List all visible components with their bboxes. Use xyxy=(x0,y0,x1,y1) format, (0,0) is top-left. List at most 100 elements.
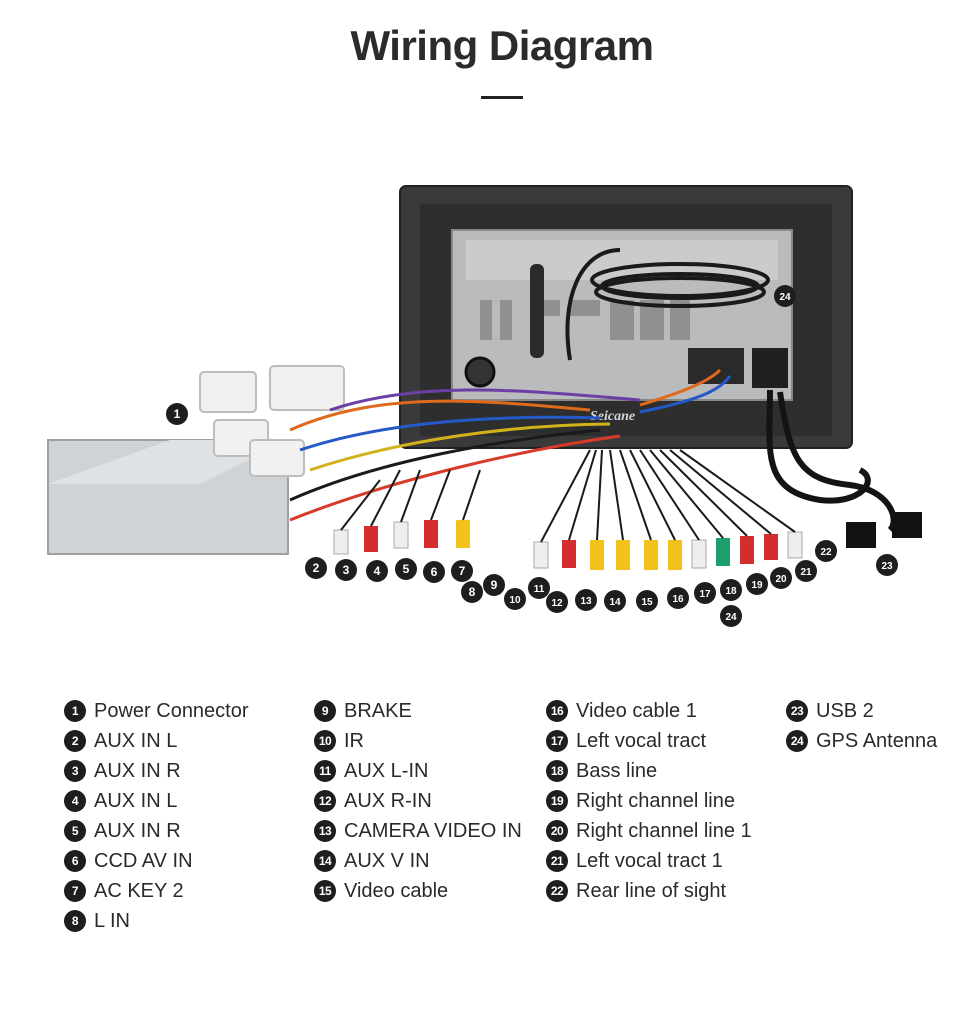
legend-label: AUX IN R xyxy=(94,759,181,782)
callout-24-lower: 24 xyxy=(720,605,742,627)
callout-16: 16 xyxy=(667,587,689,609)
rca-plug-yellow xyxy=(590,540,604,570)
legend-number: 11 xyxy=(314,760,336,782)
legend-item: 15 Video cable xyxy=(314,876,522,906)
callout-21: 21 xyxy=(795,560,817,582)
legend-label: AUX L-IN xyxy=(344,759,429,782)
legend-label: Video cable 1 xyxy=(576,699,697,722)
legend-label: Rear line of sight xyxy=(576,879,727,902)
callout-19: 19 xyxy=(746,573,768,595)
rca-plug-white xyxy=(787,531,803,559)
legend-label: BRAKE xyxy=(344,699,412,722)
callout-12: 12 xyxy=(546,591,568,613)
legend-label: AUX IN L xyxy=(94,729,178,752)
legend-label: Left vocal tract xyxy=(576,729,707,752)
legend-number: 21 xyxy=(546,850,568,872)
svg-text:11: 11 xyxy=(534,584,545,595)
round-port xyxy=(464,356,496,388)
legend-number: 17 xyxy=(546,730,568,752)
callout-23: 23 xyxy=(876,554,898,576)
rca-plug-red xyxy=(740,536,754,564)
svg-text:5: 5 xyxy=(403,562,410,576)
svg-text:2: 2 xyxy=(313,561,320,575)
legend-item: 11 AUX L-IN xyxy=(314,756,522,786)
svg-text:12: 12 xyxy=(551,598,563,609)
legend-label: AUX IN L xyxy=(94,789,178,812)
svg-text:15: 15 xyxy=(641,597,653,608)
callout-22: 22 xyxy=(815,540,837,562)
rca-plugs xyxy=(333,520,803,570)
rca-plug-red xyxy=(562,540,576,568)
callout-1: 1 xyxy=(166,403,188,425)
legend-label: IR xyxy=(344,729,364,752)
rca-plug-red xyxy=(424,520,438,548)
svg-text:14: 14 xyxy=(609,597,621,608)
rca-plug-yellow xyxy=(616,540,630,570)
legend-label: GPS Antenna xyxy=(816,729,938,752)
usb-plug-1 xyxy=(846,522,876,548)
callout-4: 4 xyxy=(366,560,388,582)
legend-number: 22 xyxy=(546,880,568,902)
rca-plug-yellow xyxy=(644,540,658,570)
legend-label: AC KEY 2 xyxy=(94,879,184,902)
page-title: Wiring Diagram xyxy=(350,22,655,69)
callout-15: 15 xyxy=(636,590,658,612)
svg-text:3: 3 xyxy=(343,563,350,577)
legend-number: 6 xyxy=(64,850,86,872)
rca-plug-white xyxy=(333,529,349,555)
legend-number: 12 xyxy=(314,790,336,812)
svg-text:4: 4 xyxy=(374,564,381,578)
svg-text:22: 22 xyxy=(820,547,832,558)
rca-leads xyxy=(340,449,796,543)
rca-plug-red xyxy=(764,534,778,560)
rca-plug-yellow xyxy=(668,540,682,570)
rca-plug-white xyxy=(533,541,549,569)
legend-number: 5 xyxy=(64,820,86,842)
legend-item: 17 Left vocal tract xyxy=(546,726,752,756)
svg-text:16: 16 xyxy=(672,594,684,605)
legend-number: 8 xyxy=(64,910,86,932)
rca-plug-red xyxy=(364,526,378,552)
legend-label: Video cable xyxy=(344,879,449,902)
callout-9: 9 xyxy=(483,574,505,596)
legend-number: 18 xyxy=(546,760,568,782)
legend-label: Left vocal tract 1 xyxy=(576,849,723,872)
legend-number: 19 xyxy=(546,790,568,812)
legend-label: Right channel line 1 xyxy=(576,819,752,842)
callout-13: 13 xyxy=(575,589,597,611)
callout-10: 10 xyxy=(504,588,526,610)
callout-7: 7 xyxy=(451,560,473,582)
rca-plug-white xyxy=(691,539,707,569)
legend-label: AUX V IN xyxy=(344,849,430,872)
legend-number: 15 xyxy=(314,880,336,902)
callout-2: 2 xyxy=(305,557,327,579)
rca-plug-green xyxy=(716,538,730,566)
legend-number: 13 xyxy=(314,820,336,842)
svg-text:24: 24 xyxy=(725,612,737,623)
svg-text:7: 7 xyxy=(459,564,466,578)
title-underline xyxy=(481,96,523,99)
rca-plug-yellow xyxy=(456,520,470,548)
chassis-top-plate xyxy=(466,240,778,280)
gps-antenna-cable xyxy=(565,248,770,361)
legend-number: 1 xyxy=(64,700,86,722)
callout-6: 6 xyxy=(423,561,445,583)
callout-8: 8 xyxy=(461,581,483,603)
wire-harness xyxy=(289,368,732,522)
